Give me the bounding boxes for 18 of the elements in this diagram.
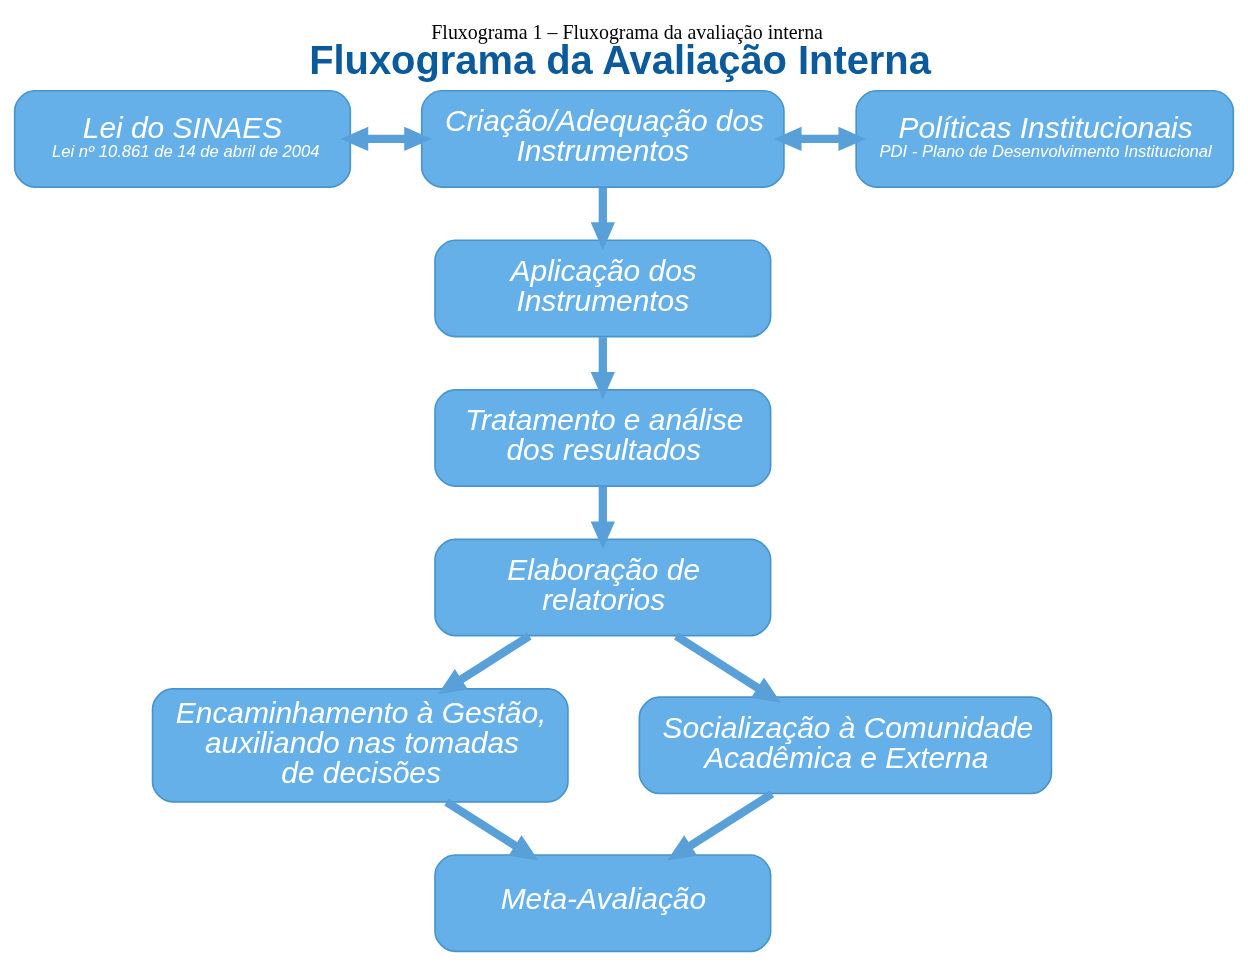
node-box: Lei do SINAES Lei nº 10.861 de 14 de abril de 2004: [13, 89, 352, 188]
node-box: Meta-Avaliação: [434, 853, 772, 952]
arrow: [667, 789, 775, 860]
arrow: [444, 797, 539, 861]
node-box: Aplicação dos Instrumentos: [434, 238, 772, 337]
arrow: [590, 336, 615, 400]
arrow: [437, 631, 532, 694]
node-box: Políticas Institucionais PDI - Plano de Desenvolvimento Institucional: [855, 89, 1235, 188]
arrow: [590, 486, 615, 549]
arrow: [590, 187, 615, 250]
arrow: [674, 631, 781, 703]
node-box: Socialização à Comunidade Acadêmica e Externa: [638, 695, 1053, 794]
arrow: [340, 126, 433, 151]
node-box: Tratamento e análise dos resultados: [434, 388, 772, 487]
node-box: Encaminhamento à Gestão, auxiliando nas tomadas de decisões: [151, 687, 569, 803]
node-box: Criação/Adequação dos Instrumentos: [420, 89, 785, 188]
node-box: Elaboração de relatorios: [434, 538, 772, 637]
arrow: [773, 126, 867, 151]
